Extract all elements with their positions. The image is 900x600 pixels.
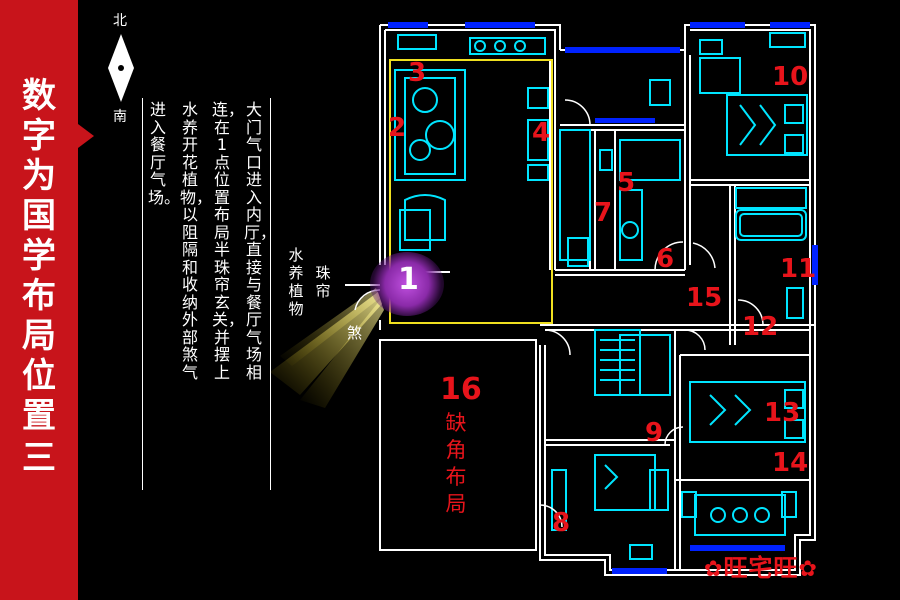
logo-text: 旺宅旺 (723, 554, 799, 582)
room-number-5: 5 (617, 168, 636, 198)
description-rule-left (142, 98, 143, 490)
sha-light-beam (270, 288, 384, 408)
room-number-10: 10 (772, 62, 809, 92)
compass-north-label: 北 (113, 13, 127, 29)
compass-south-label: 南 (113, 109, 127, 125)
room-number-15: 15 (686, 283, 723, 313)
side-panel (0, 0, 78, 600)
logo-ornament-icon: ✿ (798, 557, 818, 582)
description-rule-right (270, 98, 271, 490)
room-number-6: 6 (656, 244, 675, 274)
water-plant-label: 水养植物 (288, 246, 304, 318)
room-number-7: 7 (594, 198, 613, 228)
compass-icon (108, 34, 134, 102)
entrance-glow (370, 252, 444, 316)
pearl-curtain-label: 珠帘 (315, 264, 331, 300)
room-number-14: 14 (772, 448, 809, 478)
furniture (394, 32, 808, 560)
room-number-11: 11 (780, 254, 817, 284)
room-number-9: 9 (645, 418, 664, 448)
door-arcs (354, 99, 764, 528)
room-number-8: 8 (552, 508, 571, 538)
dining-room-outline (389, 59, 553, 324)
side-title-number: 三 (22, 438, 56, 478)
side-title-text: 数字为国学布局位置 (22, 76, 56, 436)
room-number-3: 3 (408, 58, 427, 88)
room-number-2: 2 (388, 113, 407, 143)
entrance-number: 1 (398, 262, 419, 297)
sha-label: 煞 (347, 324, 363, 342)
brand-logo: ✿旺宅旺✿ (704, 548, 818, 583)
room-number-12: 12 (742, 312, 779, 342)
room-number-13: 13 (764, 398, 801, 428)
missing-corner-outline (379, 339, 537, 551)
description-column-1: 大门气口进入内厅，直接与餐厅气场相 (244, 100, 277, 382)
side-panel-arrow (78, 124, 94, 148)
windows (388, 22, 818, 574)
side-title: 数字为国学布局位置 三 (8, 76, 70, 478)
missing-corner-number: 16 (440, 372, 482, 407)
logo-ornament-icon: ✿ (704, 557, 724, 582)
room-number-4: 4 (532, 118, 551, 148)
missing-corner-text: 缺角布局 (445, 411, 467, 516)
